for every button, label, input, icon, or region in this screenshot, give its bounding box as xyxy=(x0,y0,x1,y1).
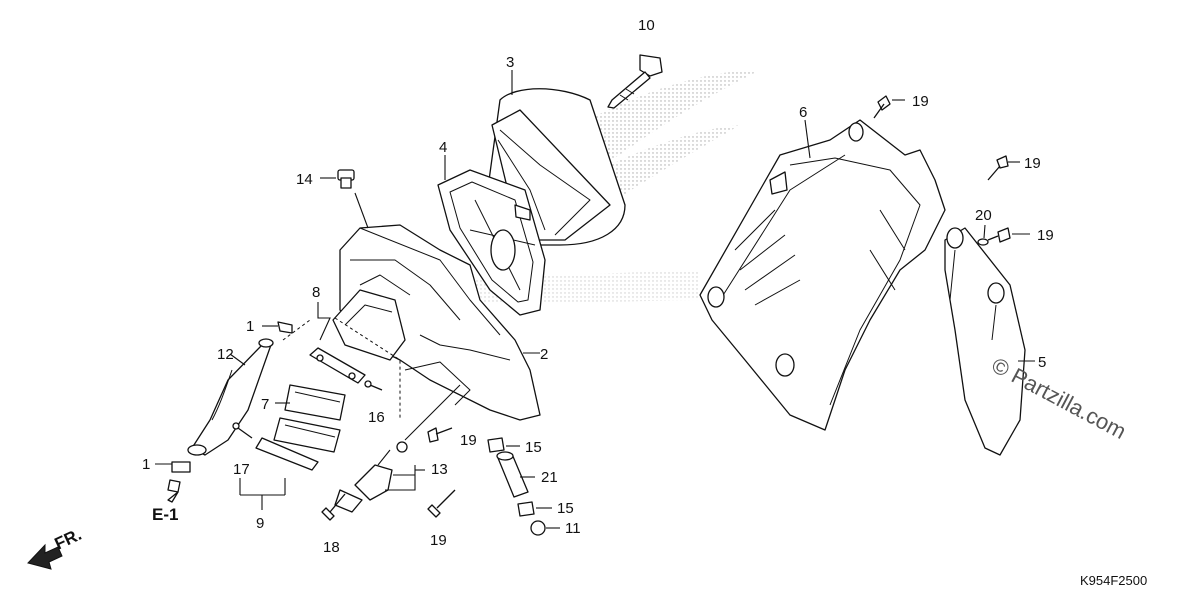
diagram-code: K954F2500 xyxy=(1080,573,1147,588)
reference-arrow-icon xyxy=(167,491,179,503)
part-14-bolt xyxy=(320,169,355,189)
label-part-4: 4 xyxy=(439,139,447,156)
label-part-7: 7 xyxy=(261,396,269,413)
part-20-washer xyxy=(977,224,989,246)
label-part-16: 16 xyxy=(368,409,385,426)
label-part-3: 3 xyxy=(506,54,514,71)
label-part-21: 21 xyxy=(541,469,558,486)
part-17-screw xyxy=(232,422,286,510)
label-part-13: 13 xyxy=(431,461,448,478)
label-part-5: 5 xyxy=(1038,354,1046,371)
part-5-cover-plate xyxy=(944,227,1035,456)
label-part-17: 17 xyxy=(233,461,250,478)
part-7-clamps xyxy=(255,384,346,471)
front-arrow-icon xyxy=(27,543,63,570)
part-19-screw-a xyxy=(427,427,453,443)
label-part-11: 11 xyxy=(565,520,581,537)
part-16-screw xyxy=(364,380,383,391)
label-part-15-upper: 15 xyxy=(525,439,542,456)
part-19-screw-e xyxy=(987,227,1030,243)
label-part-19-b: 19 xyxy=(430,532,447,549)
label-part-9: 9 xyxy=(256,515,264,532)
reference-code: E-1 xyxy=(152,505,178,524)
part-4-filter-cage xyxy=(437,155,546,316)
part-19-screw-c xyxy=(873,95,905,119)
part-13-valve xyxy=(334,384,461,513)
label-part-1-upper: 1 xyxy=(246,318,254,335)
label-part-19-e: 19 xyxy=(1037,227,1054,244)
label-part-19-c: 19 xyxy=(912,93,929,110)
part-6-side-shroud xyxy=(699,119,946,431)
label-part-14: 14 xyxy=(296,171,313,188)
label-part-2: 2 xyxy=(540,346,548,363)
label-part-19-a: 19 xyxy=(460,432,477,449)
part-8-strap xyxy=(282,302,401,420)
label-part-6: 6 xyxy=(799,104,807,121)
part-15-clamp-lower xyxy=(517,501,552,517)
part-15-clamp-upper xyxy=(487,437,520,453)
label-part-1-lower: 1 xyxy=(142,456,150,473)
label-part-19-d: 19 xyxy=(1024,155,1041,172)
part-1-clip-upper xyxy=(262,321,293,334)
part-12-tube xyxy=(187,338,274,456)
part-1-clip-lower xyxy=(155,461,191,493)
part-2-air-cleaner-case xyxy=(332,192,541,421)
part-19-screw-b xyxy=(427,489,456,518)
part-19-screw-d xyxy=(987,155,1020,181)
part-11-cap xyxy=(530,520,560,536)
label-part-15-lower: 15 xyxy=(557,500,574,517)
label-part-12: 12 xyxy=(217,346,234,363)
part-21-hose xyxy=(496,451,535,498)
label-part-18: 18 xyxy=(323,539,340,556)
part-10-bolt xyxy=(607,54,663,109)
part-18-screw xyxy=(321,493,346,521)
label-part-20: 20 xyxy=(975,207,992,224)
label-part-10: 10 xyxy=(638,17,655,34)
label-part-8: 8 xyxy=(312,284,320,301)
